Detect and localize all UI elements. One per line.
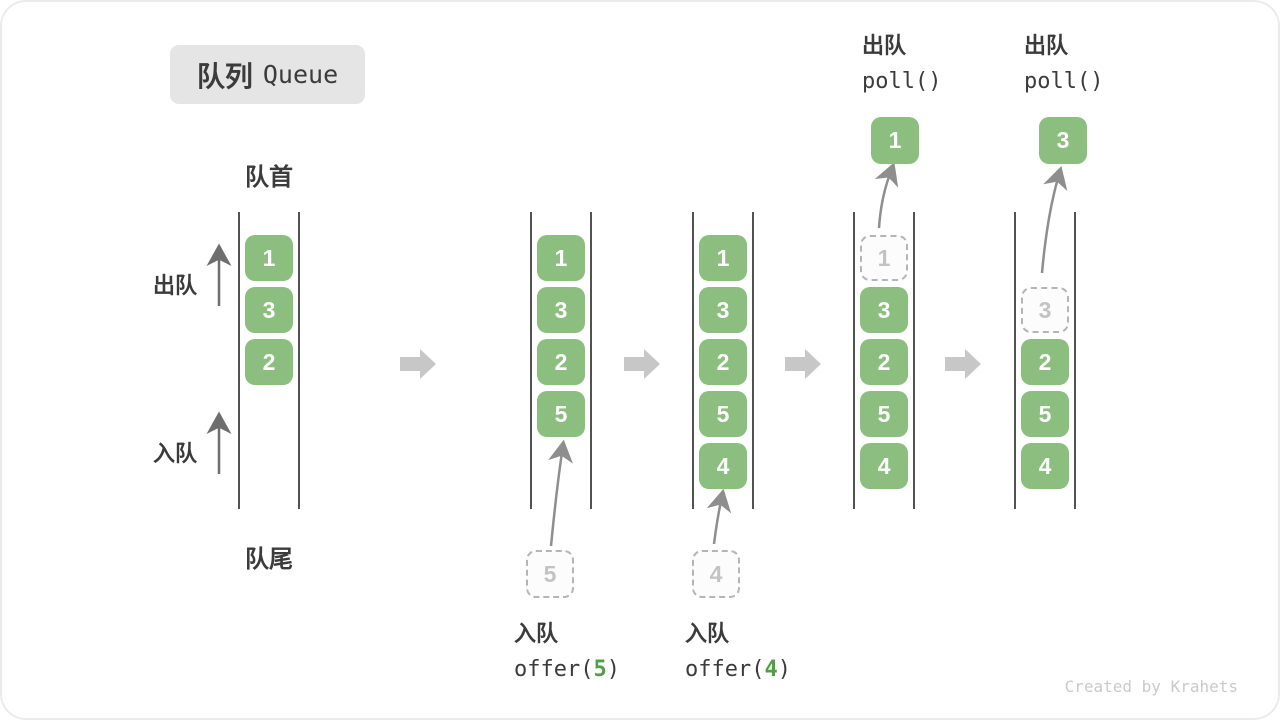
enqueue-note-action: 入队 [685,621,730,646]
block-arrow-icon [624,349,660,379]
queue-state-5-cells: 3 2 5 4 [1021,2,1069,718]
queue-cell: 2 [537,339,585,385]
dequeue-side-label: 出队 [153,273,198,298]
code-arg: 4 [764,657,778,682]
queue-cell: 3 [860,287,908,333]
queue-cell: 3 [537,287,585,333]
queue-cell: 4 [699,443,747,489]
queue-cell: 4 [1021,443,1069,489]
block-arrow-icon [785,349,821,379]
enqueue-note-offer4: 入队 offer(4) [685,616,791,688]
dequeue-note-action: 出队 [862,33,907,58]
outgoing-element-box: 1 [871,117,919,164]
queue-cell: 3 [245,287,293,333]
incoming-element-box: 4 [692,550,740,598]
dequeue-note-poll-1: 出队 poll() [862,28,941,100]
queue-cell: 5 [1021,391,1069,437]
title-en: Queue [262,60,339,89]
dequeue-note-code: poll() [1024,69,1104,94]
enqueue-4-arrow [706,488,732,545]
enqueue-note-action: 入队 [514,621,559,646]
queue-cell: 4 [860,443,908,489]
queue-cell-dashed: 3 [1021,287,1069,333]
queue-rear-label: 队尾 [245,546,293,573]
code-close: ) [606,657,620,682]
queue-cell: 5 [699,391,747,437]
queue-channel-walls [238,212,1076,509]
queue-cell: 1 [537,235,585,281]
enqueue-note-code: offer(4) [685,652,791,688]
code-arg: 5 [593,657,607,682]
queue-cell: 1 [245,235,293,281]
code-open: offer( [685,657,765,682]
title-zh: 队列 [196,60,253,92]
block-arrow-icon [400,349,436,379]
enqueue-note-offer5: 入队 offer(5) [514,616,620,688]
queue-cell: 3 [699,287,747,333]
incoming-element-box: 5 [526,550,574,598]
code-open: offer( [514,657,594,682]
dequeue-note-code: poll() [862,69,942,94]
dequeue-note-action: 出队 [1024,33,1069,58]
code-close: ) [777,657,791,682]
queue-state-4-cells: 1 3 2 5 4 [860,2,908,718]
block-arrow-icon [945,349,981,379]
queue-cell-dashed: 1 [860,235,908,281]
enqueue-5-arrow [548,439,573,547]
dequeue-1-arrow [874,162,899,229]
dequeue-3-arrow [1040,165,1068,274]
enqueue-note-code: offer(5) [514,652,620,688]
queue-state-3-cells: 1 3 2 5 4 [699,2,747,718]
queue-cell: 5 [537,391,585,437]
queue-cell: 1 [699,235,747,281]
queue-cell: 2 [245,339,293,385]
queue-cell: 2 [1021,339,1069,385]
queue-cell: 2 [860,339,908,385]
queue-cell: 5 [860,391,908,437]
outgoing-element-box: 3 [1039,117,1087,164]
enqueue-side-label: 入队 [153,441,198,466]
dequeue-note-poll-3: 出队 poll() [1024,28,1103,100]
state-transition-arrows [400,349,981,379]
watermark: Created by Krahets [1064,677,1238,696]
title-badge: 队列 Queue [170,45,365,104]
queue-state-1-cells: 1 3 2 [245,2,293,718]
queue-cell: 2 [699,339,747,385]
queue-front-label: 队首 [245,164,293,191]
queue-state-2-cells: 1 3 2 5 [537,2,585,718]
